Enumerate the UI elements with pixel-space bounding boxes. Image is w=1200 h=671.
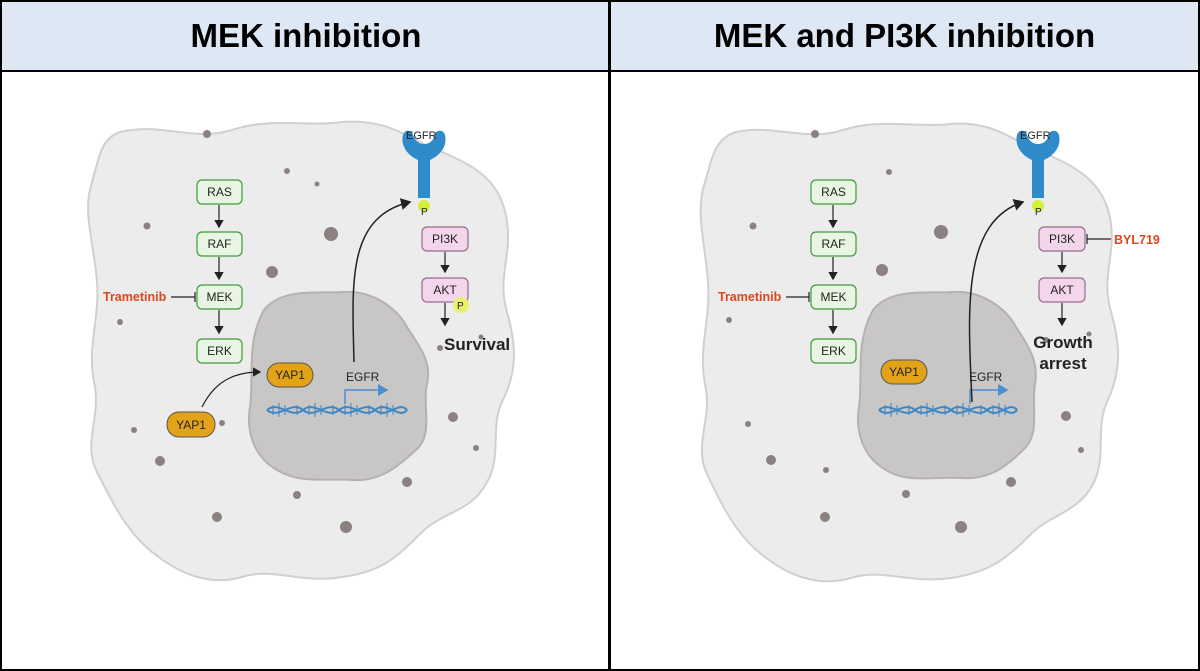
egfr-expression-arrow — [352, 198, 412, 363]
svg-text:RAS: RAS — [821, 185, 846, 199]
panel-title: MEK and PI3K inhibition — [713, 17, 1096, 54]
egfr-receptor-icon — [1016, 130, 1060, 212]
inhibition-pi3k — [1086, 234, 1111, 244]
svg-text:YAP1: YAP1 — [275, 368, 305, 382]
svg-text:MEK: MEK — [820, 290, 846, 304]
panel-header: MEK and PI3K inhibition — [611, 2, 1198, 72]
drug-byl719: BYL719 — [1114, 233, 1160, 247]
drug-trametinib: Trametinib — [103, 290, 167, 304]
svg-text:ERK: ERK — [821, 344, 846, 358]
cell-diagram: EGFR EGFR P RAS RAF — [611, 72, 1198, 671]
drug-trametinib: Trametinib — [718, 290, 782, 304]
yap1-cytoplasm: YAP1 — [166, 411, 216, 438]
dna-helix-icon — [266, 403, 408, 417]
cell-diagram-svg: EGFR EGFR P RAS RAF — [699, 122, 1160, 583]
node-pi3k: PI3K — [421, 226, 469, 252]
akt-phospho-label: P — [457, 301, 464, 312]
svg-text:YAP1: YAP1 — [176, 418, 206, 432]
transcription-start-arrow — [969, 384, 1009, 404]
egfr-gene-label: EGFR — [969, 370, 1003, 384]
node-akt: AKT — [1038, 277, 1086, 303]
inhibition-mek — [171, 292, 196, 302]
svg-text:AKT: AKT — [1050, 283, 1074, 297]
svg-text:RAS: RAS — [207, 185, 232, 199]
outcome-growth-arrest-line1: Growth — [1033, 333, 1093, 352]
svg-text:AKT: AKT — [433, 283, 457, 297]
node-pi3k: PI3K — [1038, 226, 1086, 252]
yap1-nucleus: YAP1 — [880, 359, 928, 385]
svg-text:ERK: ERK — [207, 344, 232, 358]
svg-text:RAF: RAF — [822, 237, 846, 251]
node-mek: MEK — [810, 284, 857, 310]
node-erk: ERK — [196, 338, 243, 364]
nucleus — [857, 290, 1037, 480]
nucleus — [248, 290, 430, 482]
outcome-growth-arrest-line2: arrest — [1039, 354, 1087, 373]
receptor-phospho-label: P — [1035, 207, 1042, 218]
outcome-survival: Survival — [444, 335, 510, 354]
svg-text:PI3K: PI3K — [432, 232, 458, 246]
panel-header: MEK inhibition — [2, 2, 610, 72]
receptor-phospho-label: P — [421, 207, 428, 218]
node-mek: MEK — [196, 284, 243, 310]
svg-text:YAP1: YAP1 — [889, 365, 919, 379]
cytoplasm-granules — [117, 130, 484, 533]
node-raf: RAF — [810, 231, 857, 257]
svg-text:MEK: MEK — [206, 290, 232, 304]
node-akt: AKT — [421, 277, 469, 303]
egfr-expression-arrow — [968, 199, 1025, 403]
yap1-nucleus: YAP1 — [266, 362, 314, 388]
akt-phospho-icon — [453, 297, 469, 313]
svg-text:PI3K: PI3K — [1049, 232, 1075, 246]
cytoplasm-granules — [726, 130, 1092, 533]
inhibition-mek — [786, 292, 810, 302]
egfr-receptor-label: EGFR — [1020, 130, 1051, 142]
panel-title: MEK inhibition — [190, 17, 422, 54]
egfr-gene-label: EGFR — [346, 370, 380, 384]
transcription-start-arrow — [344, 384, 389, 404]
node-raf: RAF — [196, 231, 243, 257]
cell-diagram-svg: EGFR EGFR P RAS RAF — [87, 120, 515, 582]
svg-text:RAF: RAF — [208, 237, 232, 251]
panel-mek-inhibition: MEK inhibition — [0, 0, 610, 671]
egfr-receptor-label: EGFR — [406, 130, 437, 142]
dna-helix-icon — [878, 403, 1018, 417]
yap1-translocation-arrow — [201, 367, 262, 408]
panel-mek-pi3k-inhibition: MEK and PI3K inhibition — [608, 0, 1200, 671]
node-ras: RAS — [810, 179, 857, 205]
egfr-receptor-icon — [402, 130, 446, 212]
cell-diagram: EGFR EGFR P RAS RAF — [2, 72, 610, 671]
node-ras: RAS — [196, 179, 243, 205]
node-erk: ERK — [810, 338, 857, 364]
